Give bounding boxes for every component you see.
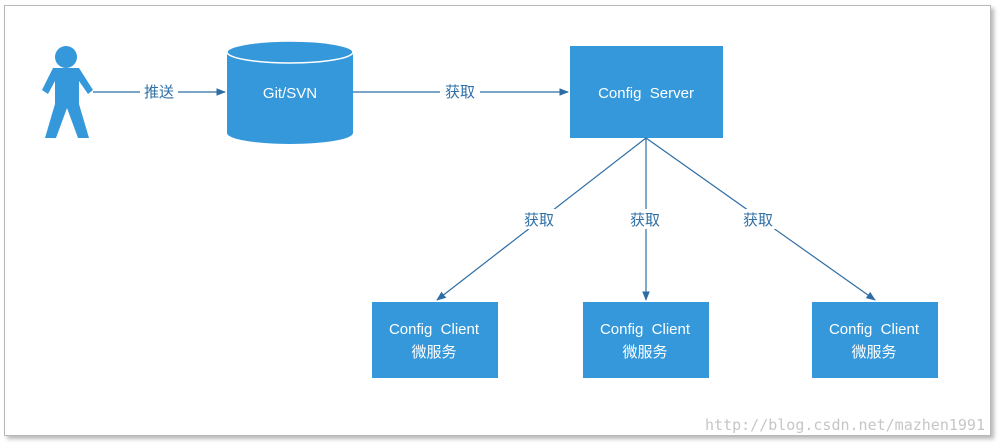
- config-server-node: Config Server: [570, 46, 723, 138]
- client3-label-line1: Config Client: [829, 321, 920, 338]
- client2-label-line1: Config Client: [600, 321, 691, 338]
- git-svn-label: Git/SVN: [263, 85, 317, 102]
- edge-label-fetch-git: 获取: [445, 83, 475, 101]
- edge-fetch-client3: 获取: [645, 137, 876, 301]
- client1-label-line2: 微服务: [411, 344, 456, 361]
- config-client-node-2: Config Client 微服务: [583, 302, 709, 378]
- edge-label-fetch-client2: 获取: [630, 211, 660, 229]
- edge-push: 推送: [93, 82, 226, 102]
- config-client-node-1: Config Client 微服务: [372, 302, 498, 378]
- git-svn-node: Git/SVN: [226, 40, 354, 144]
- config-server-label: Config Server: [598, 85, 694, 102]
- edge-label-fetch-client1: 获取: [524, 211, 554, 229]
- client1-label-line1: Config Client: [389, 321, 480, 338]
- edge-label-fetch-client3: 获取: [743, 211, 773, 229]
- config-client-node-3: Config Client 微服务: [812, 302, 938, 378]
- client2-label-line2: 微服务: [622, 344, 667, 361]
- edge-fetch-client1: 获取: [436, 137, 647, 301]
- client3-label-line2: 微服务: [851, 344, 896, 361]
- watermark-text: http://blog.csdn.net/mazhen1991: [705, 416, 985, 434]
- edge-fetch-git: 获取: [353, 82, 569, 102]
- person-icon: [42, 46, 93, 138]
- edge-label-push: 推送: [144, 83, 174, 101]
- edge-fetch-client2: 获取: [625, 138, 665, 301]
